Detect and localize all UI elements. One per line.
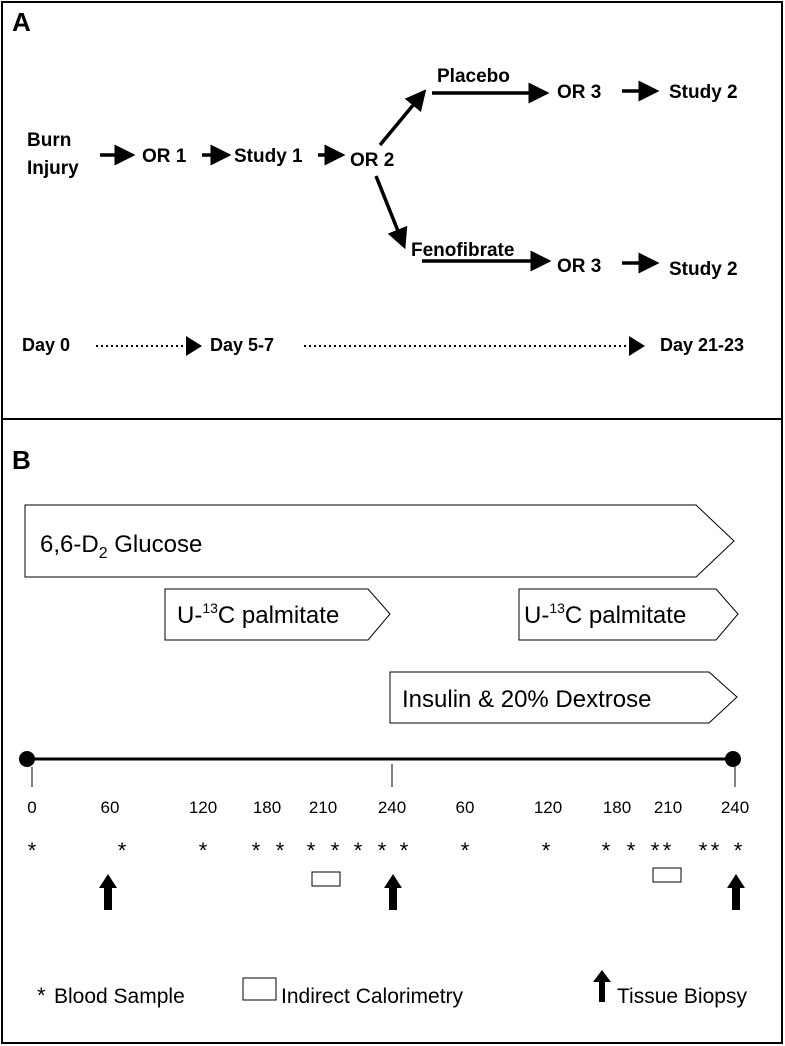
fenofibrate-label: Fenofibrate — [411, 240, 514, 261]
palmitate-infusion-label-1: U-13C palmitate — [177, 600, 339, 629]
or3-top-label: OR 3 — [557, 82, 601, 103]
glucose-infusion-arrow — [24, 504, 735, 578]
arrow-or2-to-fenofibrate — [374, 175, 408, 250]
blood-sample-marker: * — [400, 838, 409, 863]
timeline-tick-label: 210 — [654, 798, 682, 817]
day0-label: Day 0 — [22, 335, 70, 355]
legend-blood-sample-label: Blood Sample — [54, 985, 185, 1008]
blood-sample-marker: * — [734, 838, 743, 863]
blood-sample-marker: * — [651, 838, 660, 863]
blood-sample-marker: * — [378, 838, 387, 863]
burn-injury-line2: Injury — [27, 158, 79, 179]
panel-b-label: B — [12, 445, 31, 475]
or3-bottom-label: OR 3 — [557, 256, 601, 277]
tissue-biopsy-arrow — [384, 874, 402, 910]
timeline-tick-label: 210 — [309, 798, 337, 817]
timeline-start-dot — [19, 751, 35, 767]
timeline-tick-label: 240 — [721, 798, 749, 817]
calorimetry-box-2 — [652, 867, 682, 883]
tissue-biopsy-arrow — [99, 874, 117, 910]
blood-sample-marker: * — [354, 838, 363, 863]
blood-sample-marker: * — [118, 838, 127, 863]
timeline-tick-label: 180 — [603, 798, 631, 817]
panel-a-border — [1, 1, 783, 420]
blood-sample-marker: * — [461, 838, 470, 863]
blood-sample-marker: * — [307, 838, 316, 863]
blood-sample-marker: * — [602, 838, 611, 863]
study2-bottom-label: Study 2 — [669, 259, 738, 280]
timeline-tick-labels: 0 60 120 180 210 240 60 120 180 210 240 — [27, 798, 749, 817]
panel-a-label: A — [12, 7, 31, 37]
legend-blood-sample-icon: * — [37, 983, 46, 1008]
tissue-biopsy-arrow — [727, 874, 745, 910]
or2-label: OR 2 — [350, 150, 394, 171]
timeline-end-dot — [725, 751, 741, 767]
blood-sample-marker: * — [699, 838, 708, 863]
legend-calorimetry-icon — [242, 977, 277, 1001]
blood-sample-marker: * — [663, 838, 672, 863]
or1-label: OR 1 — [142, 146, 187, 167]
blood-sample-marker: * — [331, 838, 340, 863]
timeline-head-2 — [629, 336, 645, 356]
tissue-biopsy-markers — [99, 874, 745, 910]
burn-injury-line1: Burn — [27, 130, 71, 151]
timeline-tick-label: 180 — [253, 798, 281, 817]
legend-calorimetry-label: Indirect Calorimetry — [281, 985, 464, 1008]
day5-label: Day 5-7 — [210, 335, 274, 355]
timeline-tick-label: 120 — [534, 798, 562, 817]
blood-sample-marker: * — [199, 838, 208, 863]
blood-sample-marker: * — [627, 838, 636, 863]
timeline-tick-label: 60 — [456, 798, 475, 817]
timeline-head-1 — [186, 336, 202, 356]
study1-label: Study 1 — [234, 146, 303, 167]
insulin-infusion-label: Insulin & 20% Dextrose — [402, 686, 651, 713]
blood-sample-markers: ******************* — [28, 838, 743, 863]
blood-sample-marker: * — [252, 838, 261, 863]
legend-biopsy-label: Tissue Biopsy — [617, 985, 747, 1008]
panel-b-border — [1, 418, 783, 1044]
timeline-tick-label: 120 — [189, 798, 217, 817]
palmitate-infusion-arrow-1 — [164, 588, 391, 641]
study2-top-label: Study 2 — [669, 82, 738, 103]
palmitate-infusion-label-2: U-13C palmitate — [524, 600, 686, 629]
blood-sample-marker: * — [542, 838, 551, 863]
blood-sample-marker: * — [28, 838, 37, 863]
palmitate-infusion-arrow-2 — [518, 588, 739, 641]
calorimetry-box-1 — [311, 871, 341, 887]
arrow-or2-to-placebo — [378, 89, 427, 147]
glucose-infusion-label: 6,6-D2 Glucose — [40, 531, 202, 562]
timeline-tick-label: 60 — [101, 798, 120, 817]
placebo-label: Placebo — [437, 66, 510, 87]
insulin-infusion-arrow — [389, 671, 738, 724]
timeline-tick-label: 240 — [378, 798, 406, 817]
blood-sample-marker: * — [276, 838, 285, 863]
day21-label: Day 21-23 — [660, 335, 744, 355]
blood-sample-marker: * — [711, 838, 720, 863]
legend-biopsy-icon — [593, 970, 611, 1002]
timeline-tick-label: 0 — [27, 798, 36, 817]
